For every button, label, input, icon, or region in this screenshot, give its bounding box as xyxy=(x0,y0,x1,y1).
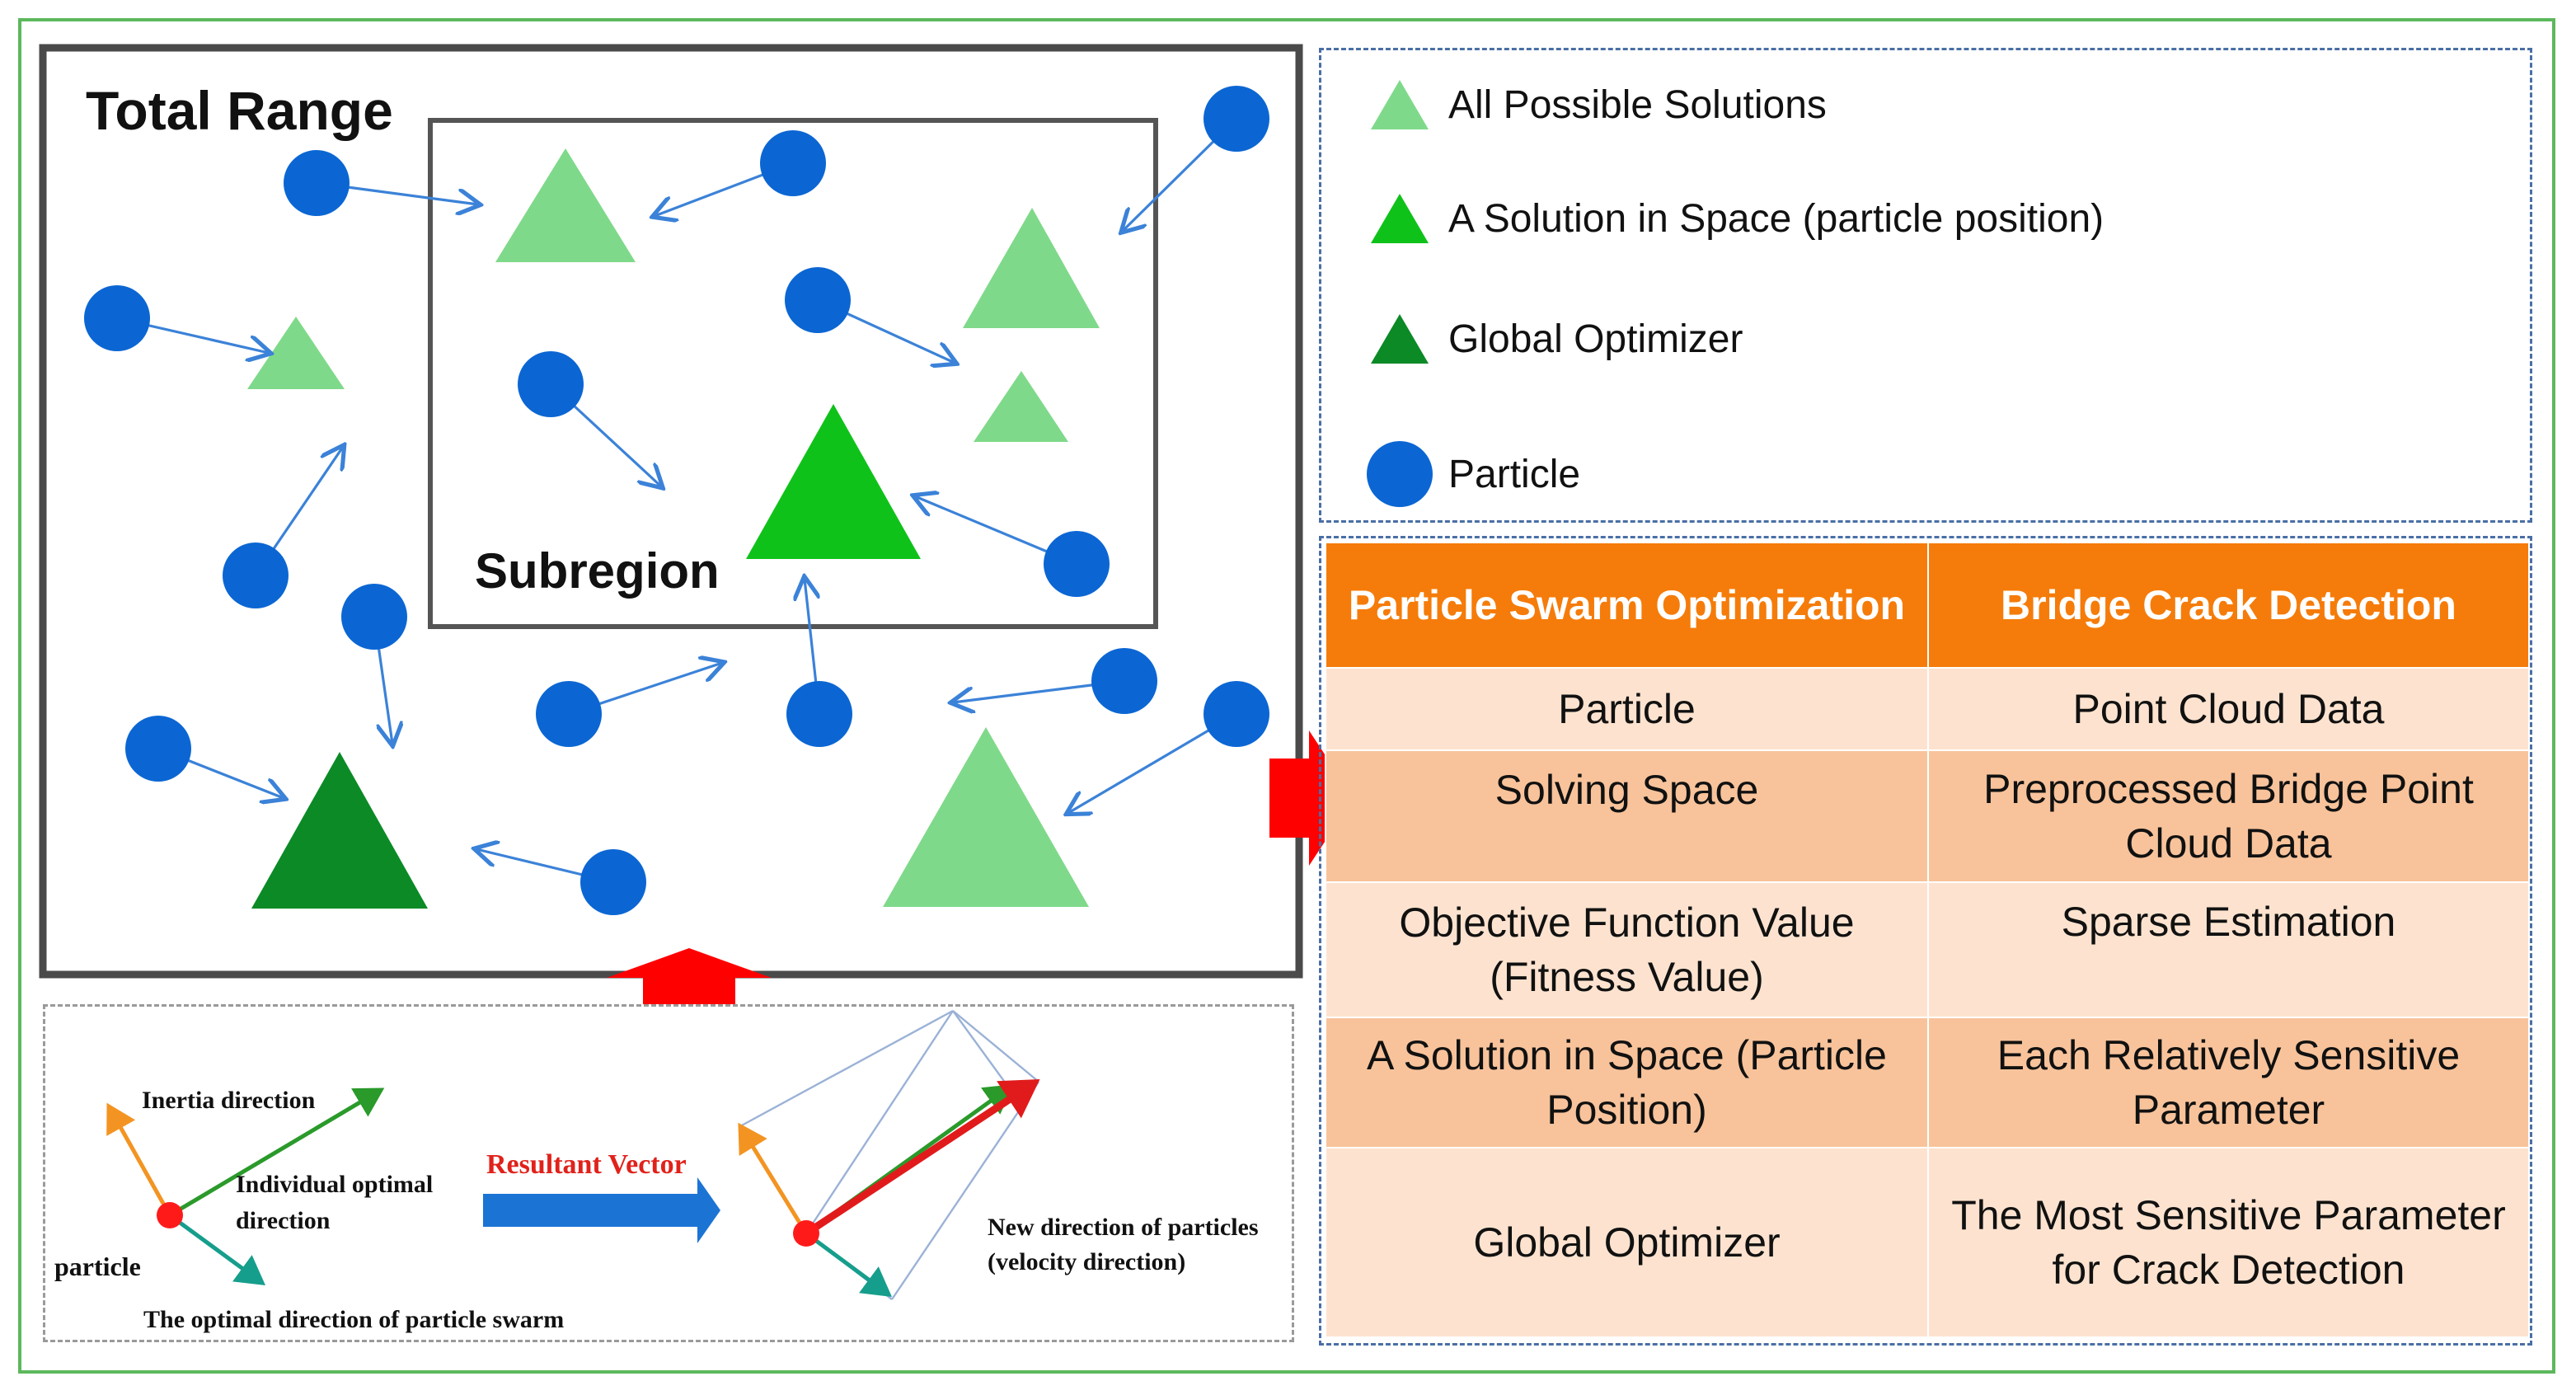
particle-circle xyxy=(760,130,826,196)
particle-circle xyxy=(536,681,602,747)
particle-label: particle xyxy=(54,1252,141,1281)
individual-label-1: Individual optimal xyxy=(236,1171,434,1198)
legend-label: A Solution in Space (particle position) xyxy=(1448,196,2104,241)
light-green-triangle-icon xyxy=(1371,80,1429,129)
legend-label: Particle xyxy=(1448,452,1581,496)
table-row: Objective Function Value (Fitness Value)… xyxy=(1325,881,2531,1018)
legend-label: Global Optimizer xyxy=(1448,317,1743,361)
legend-item-particle: Particle xyxy=(1363,441,1580,507)
particle-circle xyxy=(84,285,150,351)
global-optimizer-triangle xyxy=(251,752,428,909)
table-cell: Particle xyxy=(1325,667,1929,751)
legend-label: All Possible Solutions xyxy=(1448,82,1827,127)
possible-solution-triangle xyxy=(247,317,345,389)
particle-dot xyxy=(793,1220,819,1247)
table-header-row: Particle Swarm Optimization Bridge Crack… xyxy=(1325,542,2531,669)
dark-green-triangle-icon xyxy=(1371,314,1429,364)
table-cell: Objective Function Value (Fitness Value) xyxy=(1325,881,1929,1018)
particle-circle xyxy=(580,849,646,915)
green-triangle-icon xyxy=(1371,194,1429,243)
possible-solution-triangle xyxy=(974,371,1068,442)
mapping-table-panel: Particle Swarm Optimization Bridge Crack… xyxy=(1319,536,2532,1346)
resultant-label: Resultant Vector xyxy=(486,1149,687,1180)
swarm-optimal-arrow xyxy=(168,1213,266,1285)
solution-in-space-triangle xyxy=(746,404,921,559)
particle-dot xyxy=(157,1202,183,1228)
resultant-arrow xyxy=(804,1079,1040,1237)
vector-diagram-frame xyxy=(43,1004,1294,1342)
table-cell: The Most Sensitive Parameter for Crack D… xyxy=(1926,1147,2531,1338)
mapping-table: Particle Swarm Optimization Bridge Crack… xyxy=(1325,542,2531,1338)
individual-optimal-arrow xyxy=(168,1087,385,1218)
particle-circle xyxy=(785,267,851,333)
particle-circle xyxy=(1204,86,1269,152)
red-pointer-up xyxy=(607,948,772,1004)
particle-circle xyxy=(1044,531,1110,597)
total-range-box xyxy=(39,44,1303,979)
particle-circle xyxy=(341,584,407,650)
legend-item-possible-solutions: All Possible Solutions xyxy=(1363,72,1827,138)
blue-transform-arrow xyxy=(483,1177,720,1243)
subregion-label: Subregion xyxy=(475,543,720,599)
table-cell: Global Optimizer xyxy=(1325,1147,1929,1338)
table-cell: A Solution in Space (Particle Position) xyxy=(1325,1017,1929,1148)
table-header-bcd: Bridge Crack Detection xyxy=(1926,542,2531,669)
inertia-label: Inertia direction xyxy=(142,1087,316,1114)
particle-circle xyxy=(786,681,852,747)
table-cell: Solving Space xyxy=(1325,749,1929,883)
figure-border xyxy=(18,18,2555,1374)
legend-item-solution-in-space: A Solution in Space (particle position) xyxy=(1363,186,2104,251)
vector-diagram xyxy=(106,1009,1040,1300)
possible-solution-triangle xyxy=(883,727,1089,907)
table-cell: Point Cloud Data xyxy=(1926,667,2531,751)
table-row: Solving Space Preprocessed Bridge Point … xyxy=(1325,749,2531,883)
individual-label-2: direction xyxy=(236,1207,331,1234)
particle-circle xyxy=(1204,681,1269,747)
total-range-label: Total Range xyxy=(86,80,393,141)
new-direction-label-2: (velocity direction) xyxy=(988,1248,1186,1275)
particle-circle xyxy=(1091,648,1157,714)
particle-circle xyxy=(518,351,584,417)
legend-panel: All Possible Solutions A Solution in Spa… xyxy=(1319,48,2532,523)
table-cell: Each Relatively Sensitive Parameter xyxy=(1926,1017,2531,1148)
table-header-pso: Particle Swarm Optimization xyxy=(1325,542,1929,669)
red-pointer-right xyxy=(1269,730,1354,866)
table-row: A Solution in Space (Particle Position) … xyxy=(1325,1017,2531,1148)
table-row: Global Optimizer The Most Sensitive Para… xyxy=(1325,1147,2531,1338)
particle-circle xyxy=(223,542,289,608)
possible-solution-triangle xyxy=(963,208,1100,328)
particle-circle xyxy=(284,150,350,216)
subregion-box xyxy=(428,118,1158,629)
inertia-arrow xyxy=(106,1102,172,1217)
table-cell: Sparse Estimation xyxy=(1926,881,2531,1018)
blue-circle-icon xyxy=(1367,441,1433,507)
possible-solution-triangle xyxy=(495,148,636,262)
new-direction-label-1: New direction of particles xyxy=(988,1214,1259,1241)
legend-item-global-optimizer: Global Optimizer xyxy=(1363,306,1743,372)
table-cell: Preprocessed Bridge Point Cloud Data xyxy=(1926,749,2531,883)
particle-circle xyxy=(125,716,191,782)
table-row: Particle Point Cloud Data xyxy=(1325,667,2531,751)
swarm-label: The optimal direction of particle swarm xyxy=(143,1306,565,1333)
